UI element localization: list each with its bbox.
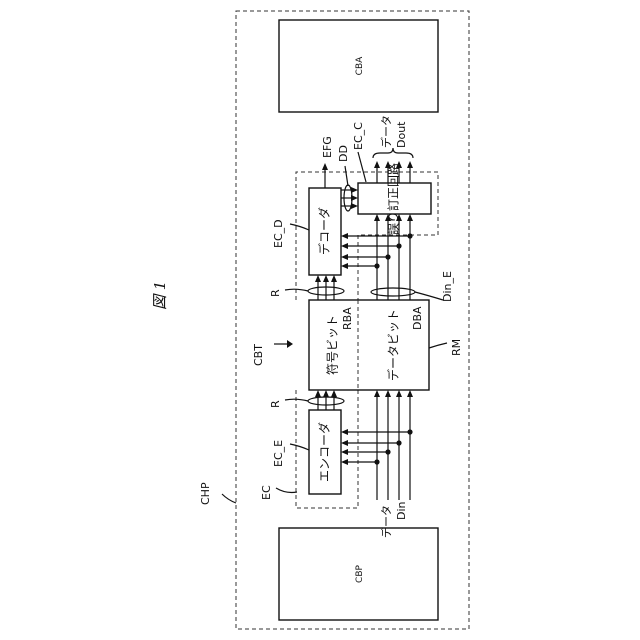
dd-label: DD [337,145,350,162]
ec-e-leader [290,444,309,450]
r-top-label: R [269,289,282,297]
dout-label: Dout [395,121,408,148]
data-bits-readout-bus [341,214,415,300]
din-label: Din [395,501,408,520]
encoder-output-bus [308,390,344,410]
ec-c-label: EC_C [352,122,365,150]
data-bits-label: データビット [386,309,401,381]
ec-d-leader [290,224,309,230]
din-e-leader [415,292,443,300]
ec-e-label: EC_E [272,440,285,467]
chp-label: CHP [199,482,212,505]
rm-leader [429,343,447,348]
ec-d-label: EC_D [272,219,285,248]
decoder-label: デコーダ [317,207,332,255]
ec-leader [276,488,297,493]
ec-c-leader [358,152,366,182]
dba-label: DBA [411,306,424,330]
data-out-label: データ [379,115,393,148]
dd-leader [345,166,348,186]
efg-label: EFG [321,136,334,158]
din-e-label: Din_E [441,271,454,302]
r-bottom-label: R [269,400,282,408]
cba-label: CBA [355,56,365,75]
data-in-label: データ [379,505,393,538]
rm-label: RM [450,339,463,356]
figure-title: 図 1 [151,281,169,310]
ec-label: EC [260,485,273,500]
encoder-label: エンコーダ [317,422,332,482]
cbt-label: CBT [252,344,265,366]
rba-label: RBA [341,307,354,330]
data-input-bus [341,390,413,500]
cbp-label: CBP [355,564,365,582]
chp-leader [222,494,236,503]
code-bits-readout-bus [308,275,344,300]
code-bits-label: 符号ビット [325,315,340,375]
cbt-arrowhead [287,340,293,348]
